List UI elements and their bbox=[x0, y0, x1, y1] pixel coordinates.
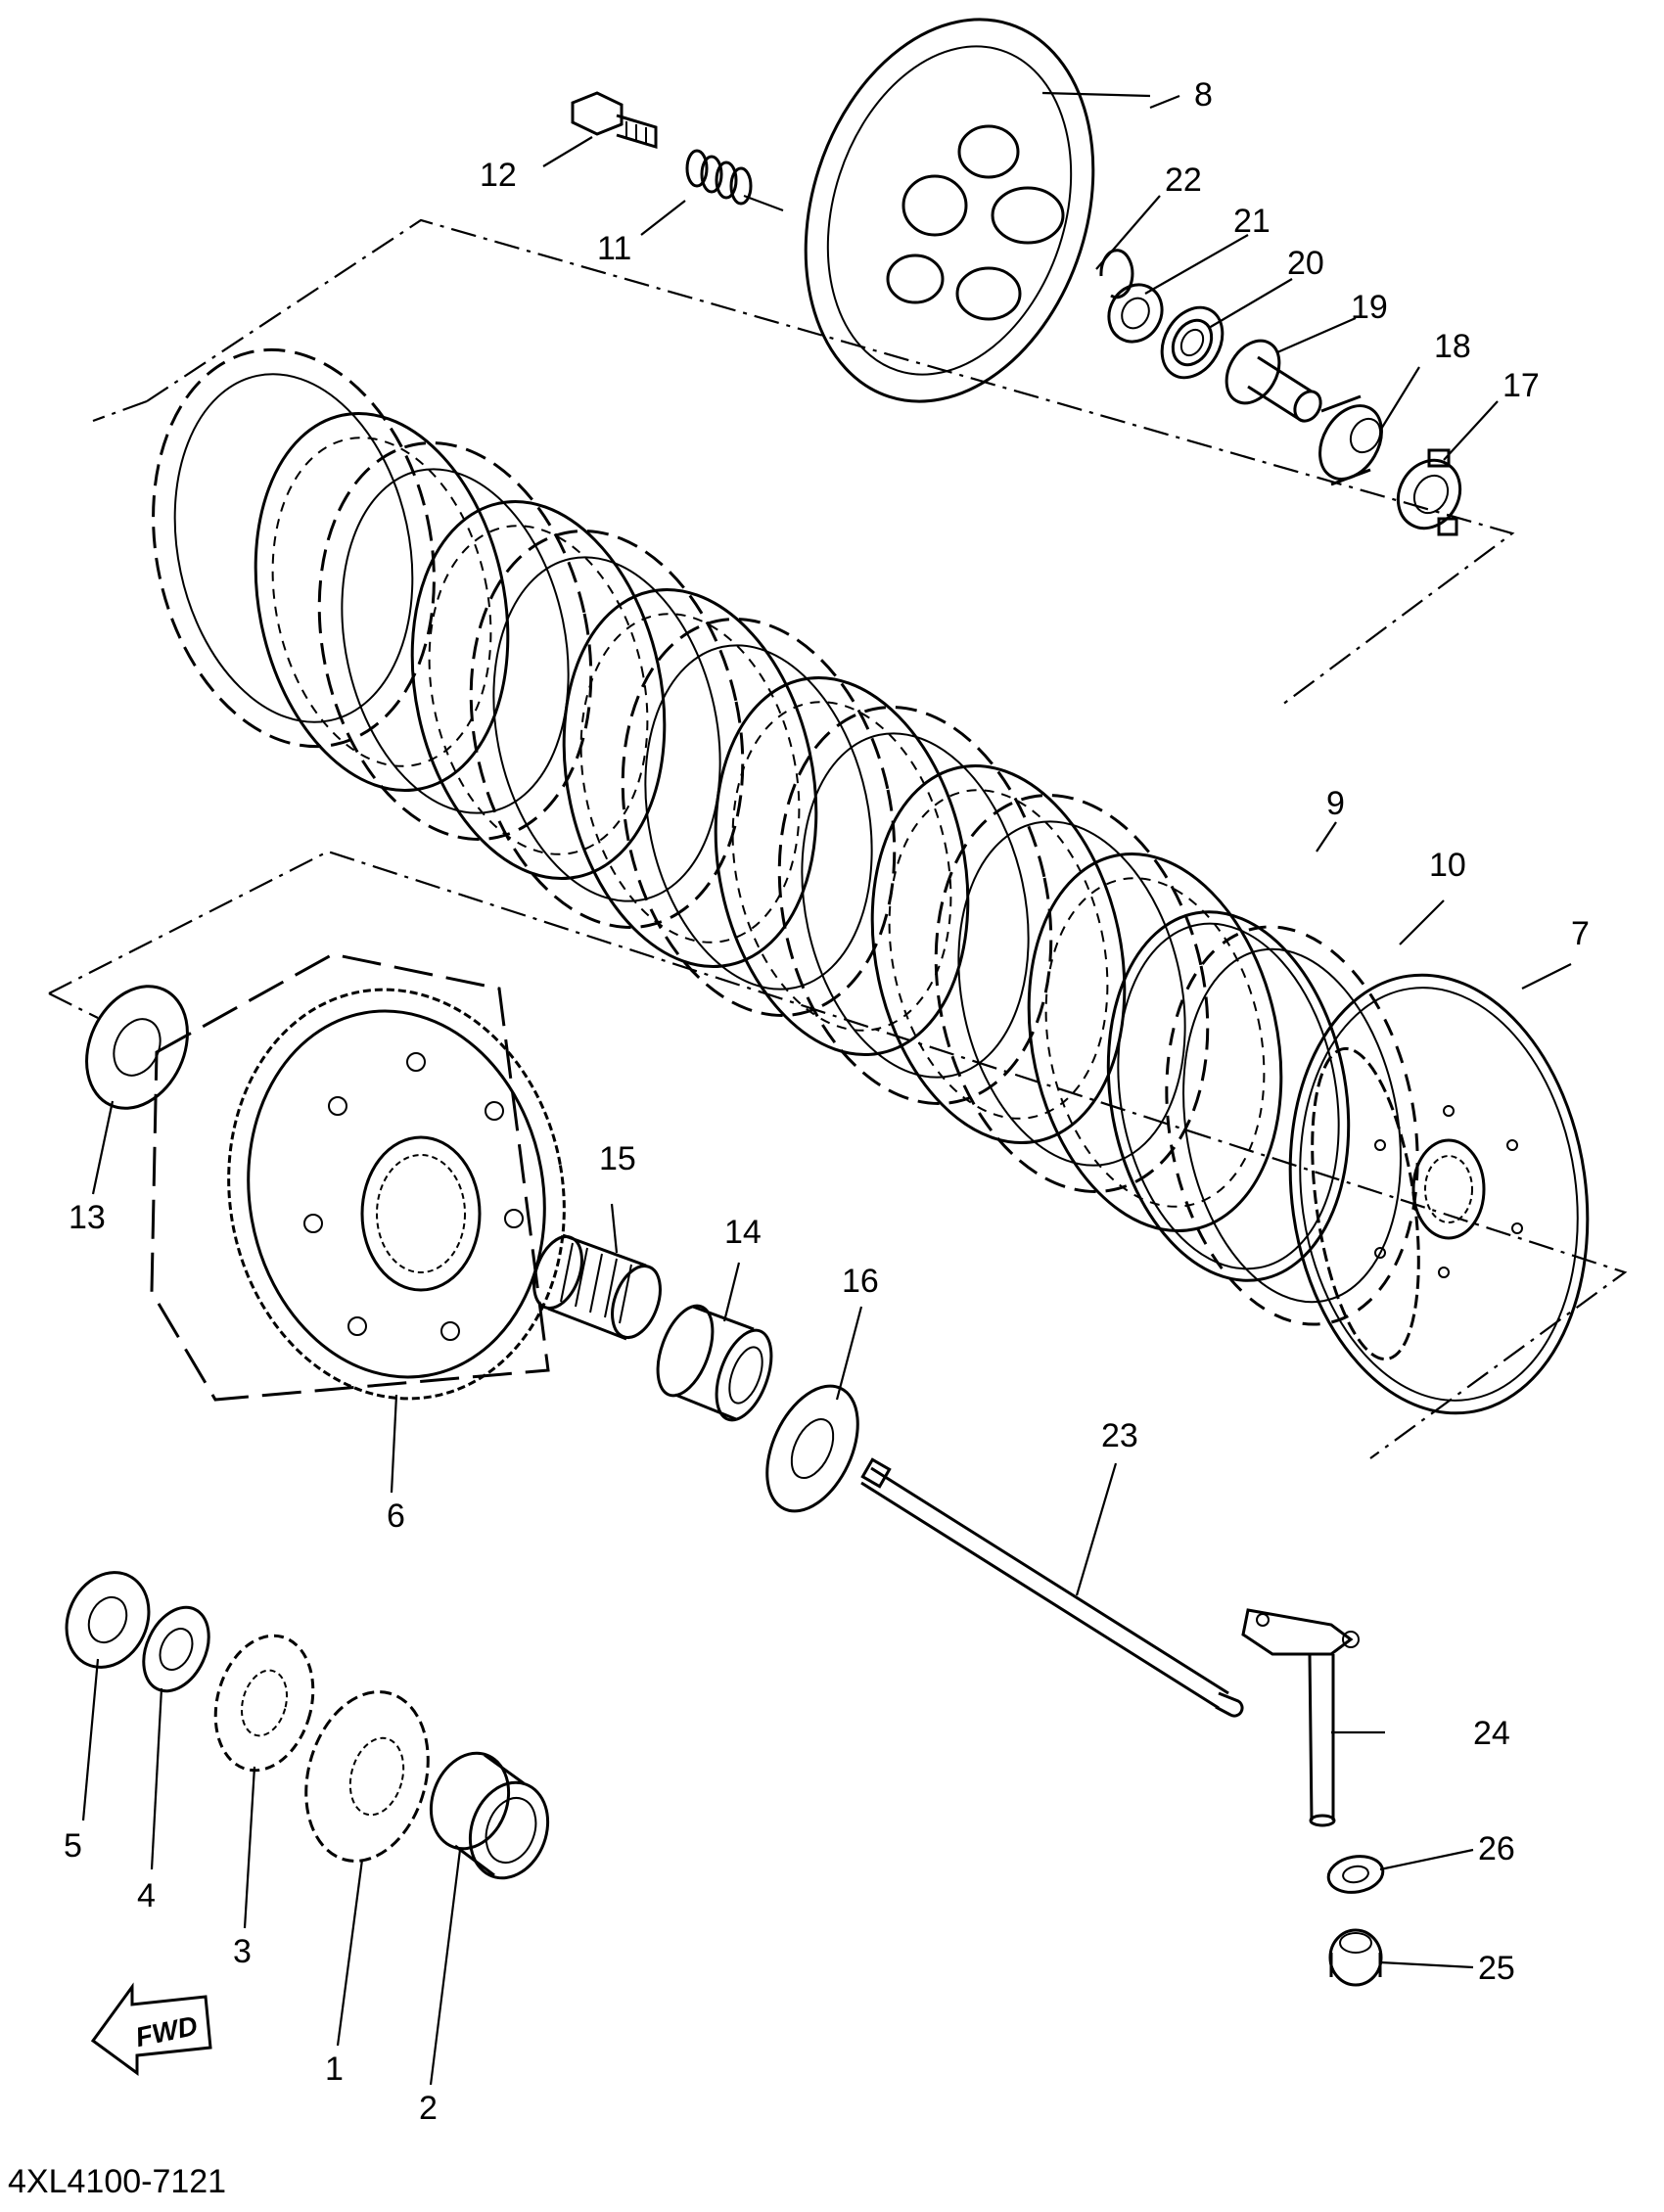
callout-6: 6 bbox=[387, 1498, 405, 1535]
push-rod-long-part bbox=[860, 1457, 1244, 1718]
callout-17: 17 bbox=[1502, 367, 1540, 404]
pressure-plate-part bbox=[804, 18, 1095, 403]
thrust-washer-part bbox=[85, 985, 189, 1110]
callout-12: 12 bbox=[480, 157, 517, 194]
callout-25: 25 bbox=[1478, 1950, 1515, 1987]
callout-11: 11 bbox=[597, 230, 631, 267]
fwd-arrow-icon: FWD bbox=[90, 1982, 212, 2076]
callout-20: 20 bbox=[1287, 245, 1324, 282]
callout-22: 22 bbox=[1165, 161, 1202, 199]
spring-part bbox=[685, 149, 753, 206]
lock-washer-part bbox=[1396, 448, 1462, 536]
callout-10: 10 bbox=[1429, 847, 1466, 884]
bearing-part bbox=[1160, 305, 1225, 380]
gear-1-part bbox=[304, 1690, 430, 1863]
clutch-housing-part bbox=[150, 952, 566, 1402]
callout-15: 15 bbox=[599, 1140, 636, 1177]
bolt-part bbox=[571, 91, 658, 150]
spacer-part bbox=[656, 1304, 773, 1422]
nut-part bbox=[65, 1571, 151, 1669]
clutch-boss-part bbox=[1288, 973, 1590, 1415]
callout-4: 4 bbox=[137, 1877, 156, 1914]
callout-19: 19 bbox=[1351, 289, 1388, 326]
push-lever-part bbox=[1241, 1608, 1360, 1827]
washer-16-part bbox=[765, 1384, 859, 1513]
callout-26: 26 bbox=[1478, 1830, 1515, 1867]
callout-24: 24 bbox=[1473, 1715, 1510, 1752]
callout-13: 13 bbox=[69, 1199, 106, 1236]
fwd-label: FWD bbox=[133, 2010, 201, 2053]
clutch-plate-stack bbox=[152, 347, 1283, 1233]
washer-part bbox=[1107, 283, 1164, 344]
callout-9: 9 bbox=[1326, 785, 1345, 822]
lever-bearing-part bbox=[1328, 1928, 1383, 1987]
callout-16: 16 bbox=[842, 1263, 879, 1300]
washer-4-part bbox=[142, 1605, 210, 1693]
callout-labels: 8 12 11 22 21 20 19 18 17 9 10 7 13 15 1… bbox=[64, 76, 1590, 2127]
cushion-plate-part bbox=[1165, 925, 1419, 1326]
collar-part bbox=[429, 1751, 550, 1880]
push-rod-part bbox=[1225, 339, 1322, 423]
callout-1: 1 bbox=[325, 2051, 344, 2088]
oil-seal-part bbox=[1326, 1855, 1385, 1894]
locknut-part bbox=[1318, 394, 1383, 486]
callout-3: 3 bbox=[233, 1933, 252, 1970]
callout-21: 21 bbox=[1233, 203, 1271, 240]
callout-14: 14 bbox=[724, 1214, 762, 1251]
callout-23: 23 bbox=[1101, 1417, 1138, 1454]
callout-18: 18 bbox=[1434, 328, 1471, 365]
hub-group-outline bbox=[48, 850, 1628, 1459]
callout-2: 2 bbox=[419, 2090, 438, 2127]
gear-3-part bbox=[213, 1634, 315, 1773]
callout-5: 5 bbox=[64, 1827, 82, 1865]
callout-7: 7 bbox=[1571, 915, 1590, 952]
diagram-code: 4XL4100-7121 bbox=[8, 2163, 226, 2200]
leader-lines bbox=[81, 91, 1572, 2086]
seat-plate-part bbox=[1106, 910, 1351, 1282]
plate-group-outline bbox=[92, 218, 1515, 706]
callout-8: 8 bbox=[1194, 76, 1213, 114]
needle-bearing-part bbox=[532, 1233, 662, 1341]
